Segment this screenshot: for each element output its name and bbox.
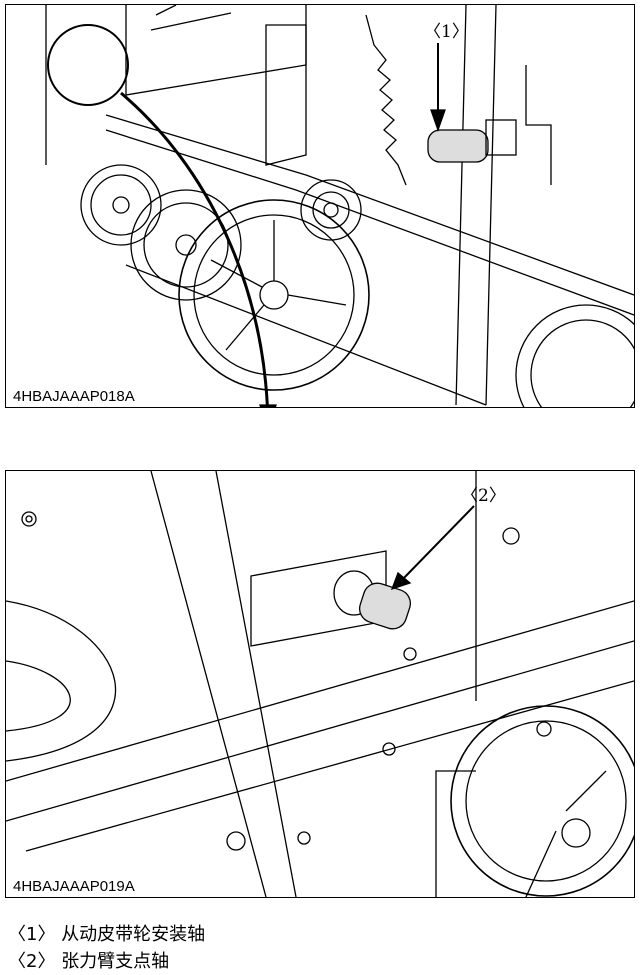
idler-pulley <box>300 179 362 241</box>
legend-item: 〈1〉 从动皮带轮安装轴 <box>8 920 205 946</box>
legend-number: 〈2〉 <box>8 951 56 972</box>
figure-code: 4HBAJAAAP019A <box>10 878 138 895</box>
machine-drawing-bottom <box>6 471 634 897</box>
legend-text: 从动皮带轮安装轴 <box>61 924 206 945</box>
zoom-circle <box>47 24 129 106</box>
legend-item: 〈2〉 张力臂支点轴 <box>8 947 169 973</box>
pulley-right-bottom <box>515 304 634 407</box>
callout-2-label: 〈2〉 <box>461 486 506 506</box>
pulley-small-left <box>80 164 162 246</box>
pulley-large <box>178 199 370 391</box>
illustration-top: 〈1〉 4HBAJAAAP018A <box>5 4 635 408</box>
callout-1-label: 〈1〉 <box>424 22 469 42</box>
bolts <box>21 511 552 851</box>
tension-arm-pivot-shaft <box>333 570 412 630</box>
illustration-bottom: 〈2〉 4HBAJAAAP019A <box>5 470 635 898</box>
zoom-arrow <box>120 91 269 407</box>
legend-number: 〈1〉 <box>8 924 56 945</box>
pulley-mid <box>130 189 242 301</box>
driven-pulley-shaft <box>427 119 517 163</box>
legend-text: 张力臂支点轴 <box>61 951 170 972</box>
figure-code: 4HBAJAAAP018A <box>10 388 138 405</box>
pulley-large-bottom <box>435 705 634 897</box>
machine-drawing-top <box>45 5 634 407</box>
